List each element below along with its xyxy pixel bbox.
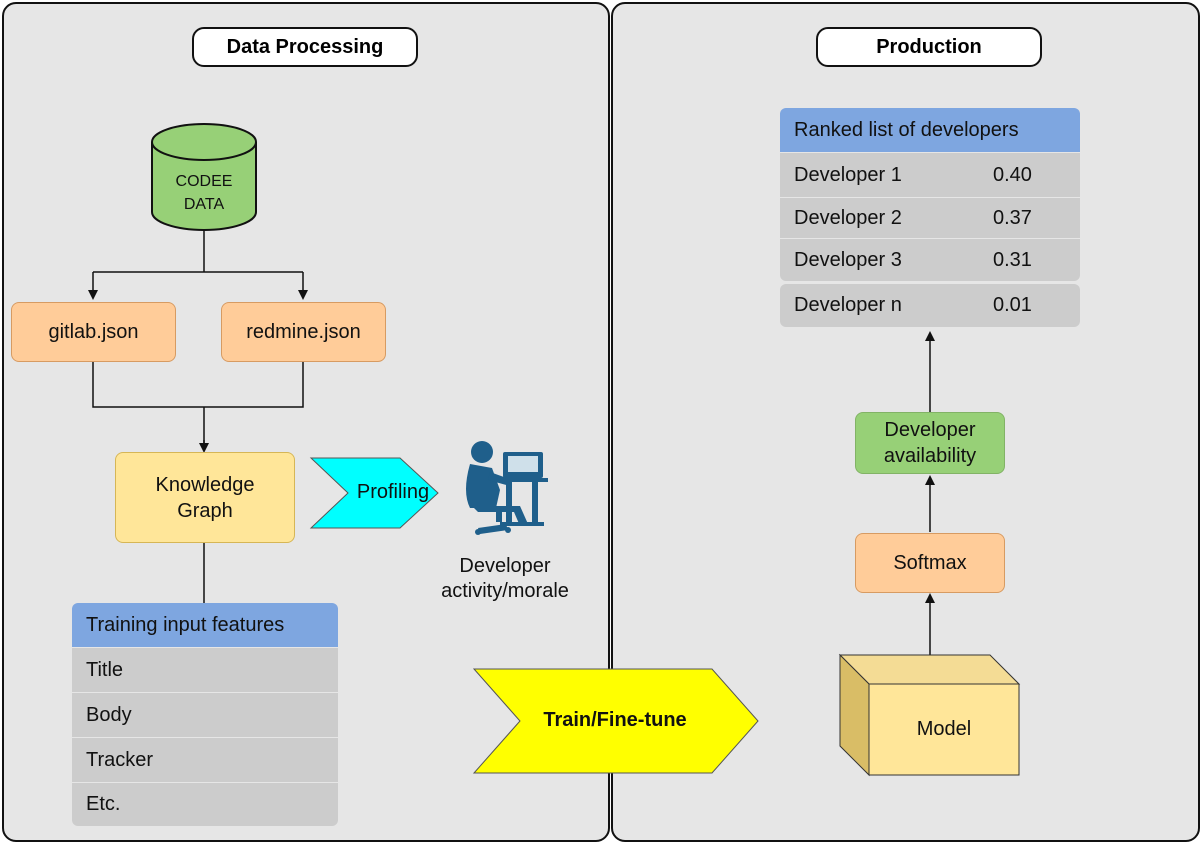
softmax-box: Softmax xyxy=(855,533,1005,593)
model-cube xyxy=(838,653,1021,777)
training-feature-row: Etc. xyxy=(72,782,338,826)
db-to-sources-connector xyxy=(92,230,304,298)
ranked-list-row: Developer 3 0.31 xyxy=(780,238,1080,281)
profiling-arrow xyxy=(309,457,439,529)
sources-to-graph-connector xyxy=(92,362,304,445)
developer-score: 0.01 xyxy=(993,294,1032,316)
developer-score: 0.31 xyxy=(993,248,1032,271)
profiling-label: Profiling xyxy=(356,481,430,503)
data-processing-title: Data Processing xyxy=(192,27,418,67)
ranked-list-row: Developer 1 0.40 xyxy=(780,152,1080,197)
developer-name: Developer 1 xyxy=(794,163,902,186)
developer-name: Developer 2 xyxy=(794,206,902,229)
training-feature-row: Title xyxy=(72,647,338,692)
train-arrow xyxy=(472,668,759,774)
production-title: Production xyxy=(816,27,1042,67)
developer-score: 0.40 xyxy=(993,163,1032,186)
model-label: Model xyxy=(916,718,972,740)
developer-name: Developer 3 xyxy=(794,248,902,271)
redmine-json-box: redmine.json xyxy=(221,302,386,362)
ranked-list-header: Ranked list of developers xyxy=(780,108,1080,152)
train-arrow-label: Train/Fine-tune xyxy=(543,709,687,731)
gitlab-json-box: gitlab.json xyxy=(11,302,176,362)
training-feature-row: Body xyxy=(72,692,338,737)
ranked-list-row: Developer 2 0.37 xyxy=(780,197,1080,238)
training-feature-row: Tracker xyxy=(72,737,338,782)
developer-name: Developer n xyxy=(794,294,902,316)
developer-score: 0.37 xyxy=(993,206,1032,229)
training-features-header: Training input features xyxy=(72,603,338,647)
ranked-list-row: Developer n 0.01 xyxy=(780,284,1080,327)
developer-computer-icon xyxy=(466,441,548,535)
